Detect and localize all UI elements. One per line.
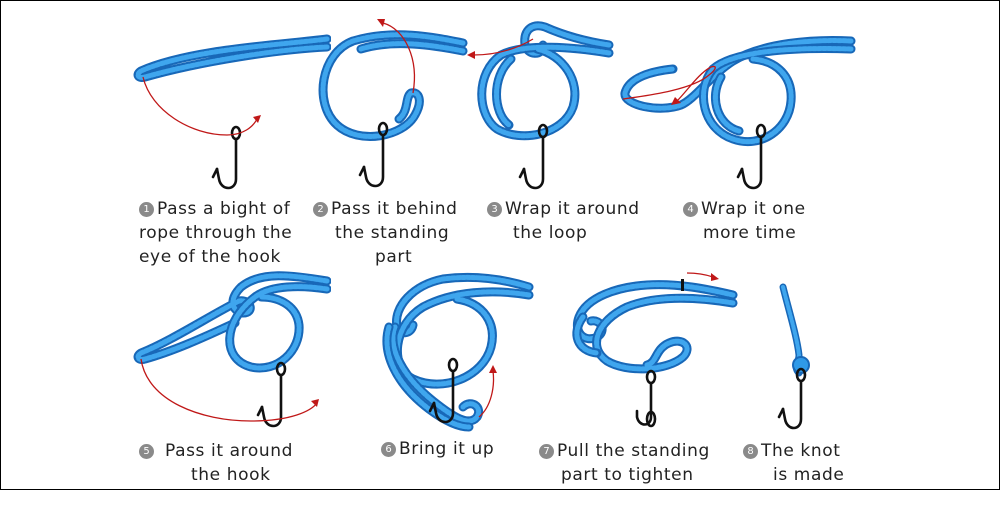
step-number-badge: 4 [683,202,698,217]
rope-icon [620,36,856,147]
step-number-badge: 8 [743,444,758,459]
rope-icon [477,21,614,141]
knot-marker-icon [681,279,684,291]
hook-icon [736,123,767,190]
direction-arrow-icon [142,76,261,136]
rope-icon [779,283,810,377]
step-number-badge: 3 [487,202,502,217]
direction-arrow-icon [622,65,716,105]
step-number-badge: 5 [139,444,154,459]
direction-arrow-icon [686,272,719,281]
step-number-badge: 1 [139,202,154,217]
step-5-illustration [133,271,331,428]
direction-arrow-icon [140,358,319,422]
step-2-illustration [318,19,468,188]
step-6-illustration [382,272,534,432]
step-1-illustration [133,34,331,190]
hook-icon [358,121,389,188]
step-4-illustration [620,36,856,190]
rope-icon [382,272,534,432]
step-3-illustration [467,21,614,190]
hook-icon [518,123,549,190]
hook-icon [777,367,807,430]
finished-knot-icon [792,356,810,374]
rope-icon [133,271,331,373]
hook-icon [428,357,459,424]
step-8-illustration [777,283,810,430]
hook-icon [256,361,287,428]
step-number-badge: 7 [539,444,554,459]
direction-arrow-icon [478,365,497,418]
step-number-badge: 6 [381,442,396,457]
rope-icon [133,34,331,82]
rope-icon [572,280,738,374]
hook-icon [211,125,242,190]
direction-arrow-icon [467,38,534,59]
hook-icon [635,369,657,428]
rope-icon [318,30,468,141]
step-7-illustration [572,272,738,428]
step-number-badge: 2 [313,202,328,217]
direction-arrow-icon [377,19,415,94]
